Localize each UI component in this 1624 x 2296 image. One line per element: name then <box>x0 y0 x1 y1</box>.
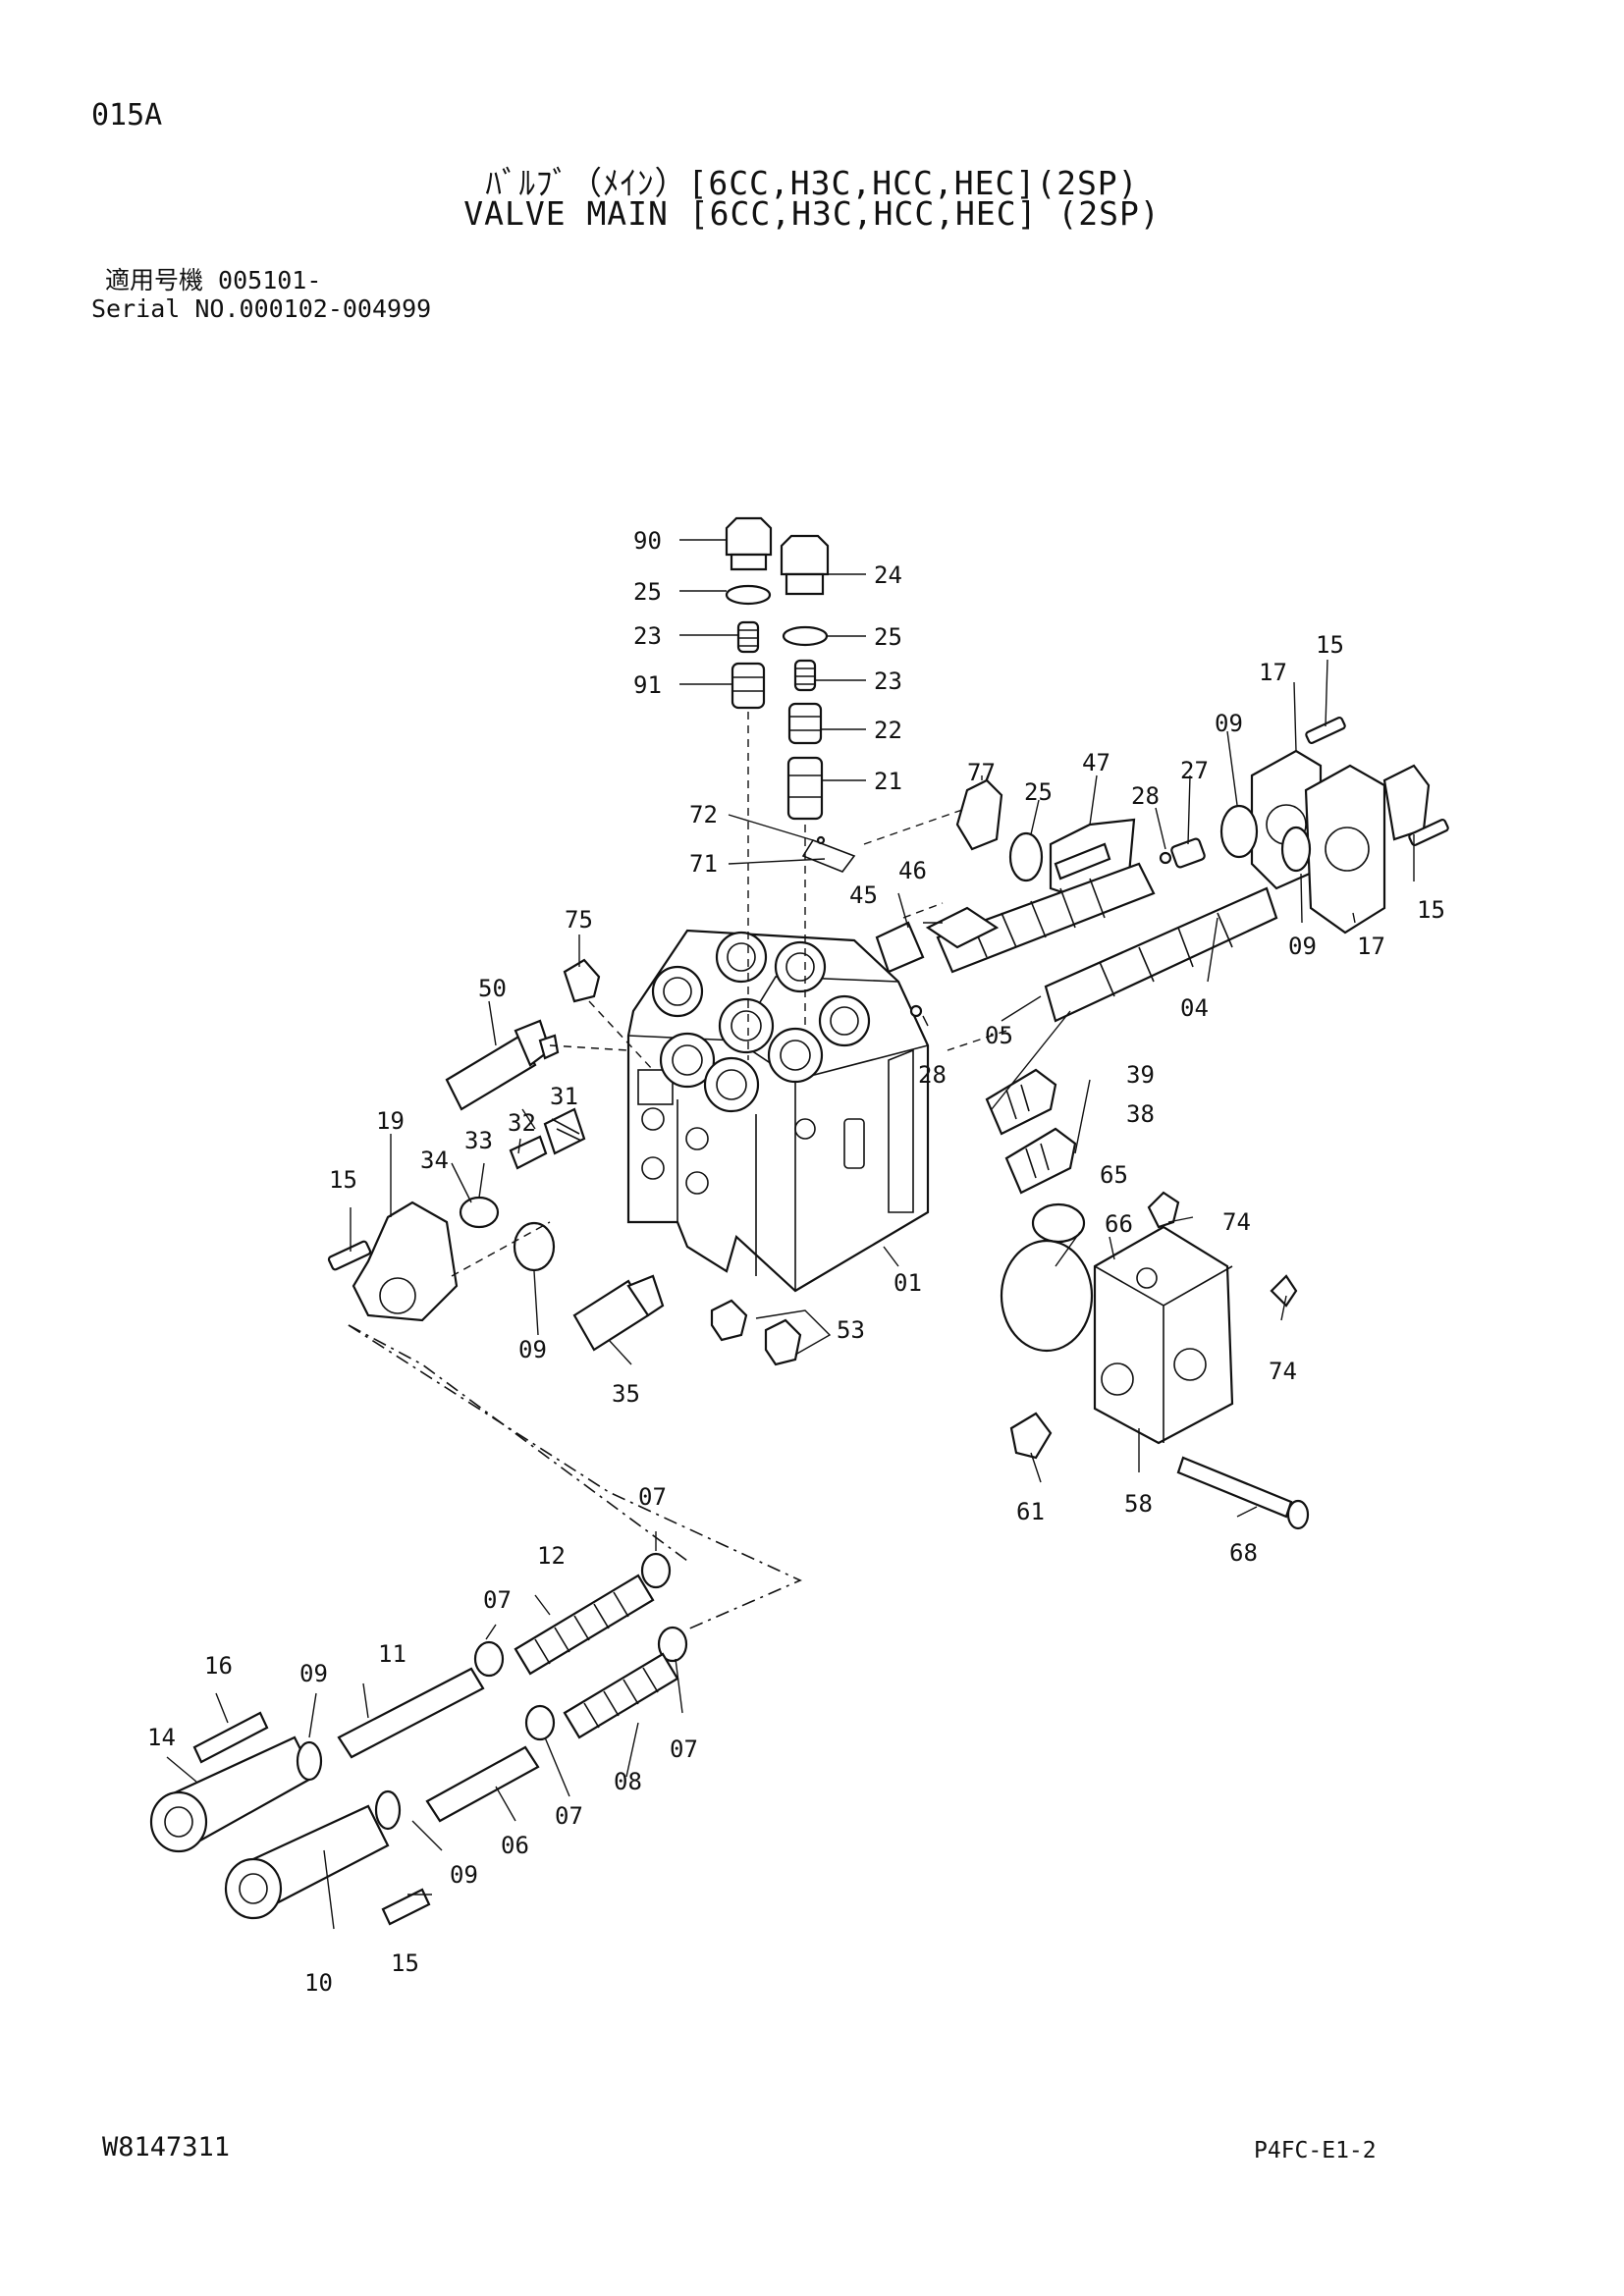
callout-16: 16 <box>204 1652 233 1680</box>
callout-91: 91 <box>633 671 662 699</box>
callout-25: 25 <box>874 623 902 651</box>
top-plug-stack <box>725 516 856 1060</box>
callout-66: 66 <box>1105 1210 1133 1238</box>
callout-53: 53 <box>837 1316 865 1344</box>
drawing-number: W8147311 <box>102 2132 231 2163</box>
callout-25: 25 <box>1024 778 1053 806</box>
callout-22: 22 <box>874 717 902 744</box>
callout-50: 50 <box>478 975 507 1002</box>
callout-74: 74 <box>1222 1208 1251 1236</box>
bottom-piston-group <box>149 1324 802 1926</box>
callout-77: 77 <box>967 759 996 786</box>
callout-04: 04 <box>1180 994 1209 1022</box>
callout-32: 32 <box>508 1109 536 1137</box>
callout-75: 75 <box>565 906 593 934</box>
callout-65: 65 <box>1100 1161 1128 1189</box>
callout-71: 71 <box>689 850 718 878</box>
callout-12: 12 <box>537 1542 566 1570</box>
callout-23: 23 <box>633 622 662 650</box>
callout-09: 09 <box>1288 933 1317 960</box>
callout-19: 19 <box>376 1107 405 1135</box>
callout-23: 23 <box>874 667 902 695</box>
callout-24: 24 <box>874 561 902 589</box>
callout-09: 09 <box>299 1660 328 1687</box>
callout-28: 28 <box>1131 782 1160 810</box>
callout-15: 15 <box>329 1166 357 1194</box>
callout-61: 61 <box>1016 1498 1045 1525</box>
page-title-english: VALVE MAIN [6CC,H3C,HCC,HEC] (2SP) <box>463 194 1161 233</box>
serial-number-range: Serial NO.000102-004999 <box>91 294 432 323</box>
callout-11: 11 <box>378 1640 406 1668</box>
callout-07: 07 <box>638 1483 667 1511</box>
callout-39: 39 <box>1126 1061 1155 1089</box>
callout-21: 21 <box>874 768 902 795</box>
callout-46: 46 <box>898 857 927 884</box>
callout-47: 47 <box>1082 749 1110 776</box>
callout-27: 27 <box>1180 757 1209 784</box>
sheet-code: P4FC-E1-2 <box>1254 2138 1377 2163</box>
callout-09: 09 <box>1215 710 1243 737</box>
callout-01: 01 <box>893 1269 922 1297</box>
callout-07: 07 <box>555 1802 583 1830</box>
page-code: 015A <box>91 98 163 133</box>
left-parts <box>327 958 665 1352</box>
callout-28: 28 <box>918 1061 947 1089</box>
valve-body-01 <box>626 929 930 1293</box>
callout-72: 72 <box>689 801 718 828</box>
callout-09: 09 <box>450 1861 478 1889</box>
leader-lines <box>166 539 1415 1930</box>
callout-34: 34 <box>420 1147 449 1174</box>
callout-15: 15 <box>1417 896 1445 924</box>
callout-45: 45 <box>849 881 878 909</box>
applicable-models-label: 適用号機 005101- <box>105 266 322 294</box>
callout-10: 10 <box>304 1969 333 1997</box>
callout-35: 35 <box>612 1380 640 1408</box>
callout-74: 74 <box>1269 1358 1297 1385</box>
callout-90: 90 <box>633 527 662 555</box>
right-flange-group <box>1219 716 1449 934</box>
callout-09: 09 <box>518 1336 547 1363</box>
callout-58: 58 <box>1124 1490 1153 1518</box>
callout-25: 25 <box>633 578 662 606</box>
right-lower-parts <box>710 1068 1310 1530</box>
callout-31: 31 <box>550 1083 578 1110</box>
callout-14: 14 <box>147 1724 176 1751</box>
callout-06: 06 <box>501 1832 529 1859</box>
callout-17: 17 <box>1259 659 1287 686</box>
callout-15: 15 <box>391 1949 419 1977</box>
callout-07: 07 <box>483 1586 512 1614</box>
callout-05: 05 <box>985 1022 1013 1049</box>
page-title-japanese: ﾊﾞﾙﾌﾞ（ﾒｲﾝ）[6CC,H3C,HCC,HEC](2SP) <box>485 164 1139 202</box>
callout-17: 17 <box>1357 933 1385 960</box>
callout-38: 38 <box>1126 1100 1155 1128</box>
callout-68: 68 <box>1229 1539 1258 1567</box>
callout-15: 15 <box>1316 631 1344 659</box>
spool-assemblies <box>863 778 1278 1051</box>
callout-33: 33 <box>464 1127 493 1154</box>
callout-labels: 90 24 25 25 23 23 91 22 21 72 71 77 25 4… <box>147 527 1445 1997</box>
callout-07: 07 <box>670 1735 698 1763</box>
callout-08: 08 <box>614 1768 642 1795</box>
